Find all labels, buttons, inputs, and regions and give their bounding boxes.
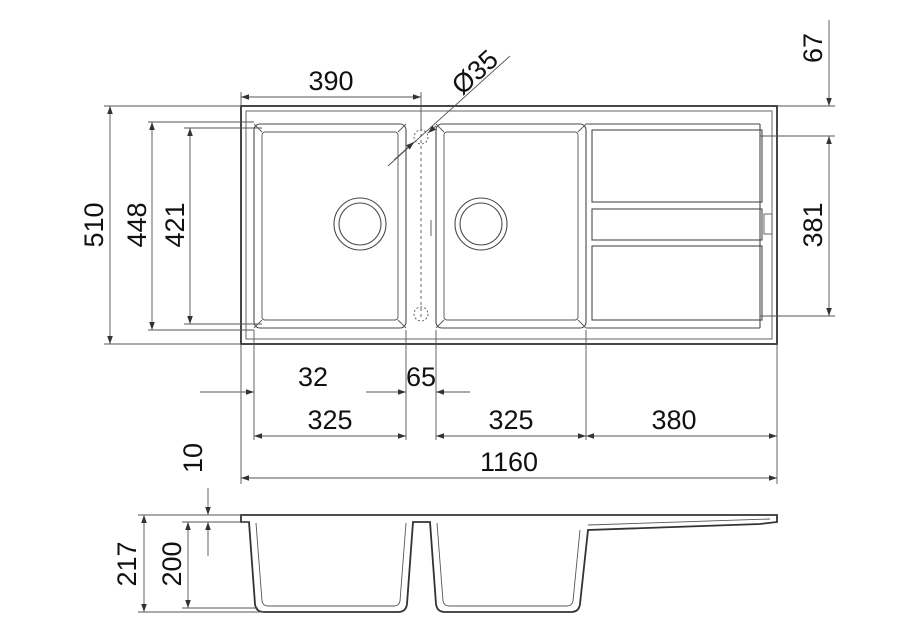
plan-view: 390 Ø35 67 510 448 421 381 32 65 325 325… [79,20,835,484]
dim-bowl-width: 390 [308,66,353,96]
dimension-lines [107,20,832,481]
extension-lines [104,92,835,484]
section-bowl-right [436,522,581,607]
dim-bowl-depth: 200 [157,541,187,586]
dim-hole-diameter: Ø35 [446,44,504,100]
drainer-board [586,123,773,329]
dim-total-depth: 217 [112,541,142,586]
dim-drainer-width: 380 [651,405,696,435]
dim-middle-height: 448 [122,202,152,247]
drainer-groove-top [591,129,763,203]
drainer-groove-bottom [591,245,763,321]
drain-hole-right [454,197,508,251]
dim-drainer-height: 381 [798,202,828,247]
right-bowl [435,123,587,329]
section-view: 10 217 200 [112,443,778,613]
dim-inner-height: 421 [160,202,190,247]
drainer-groove-middle [591,208,763,241]
dim-rim-thickness: 10 [178,443,208,473]
sink-inner-rim [245,110,773,340]
dim-bowl-1: 325 [307,405,352,435]
drainer-end-slot [763,213,773,235]
dim-total-width: 1160 [480,447,538,477]
section-bowl-left [255,522,407,607]
dim-outer-height: 510 [79,202,109,247]
sink-outer-rim [240,105,778,345]
drain-hole-left [333,197,387,251]
tap-hole-top [413,129,429,145]
overflow-hole [413,306,429,322]
dim-offset: 32 [298,362,328,392]
dim-bowl-2: 325 [488,405,533,435]
dim-top-offset: 67 [798,33,828,63]
sink-section-outline [240,514,778,613]
left-bowl [253,123,407,329]
dim-gap: 65 [406,362,436,392]
